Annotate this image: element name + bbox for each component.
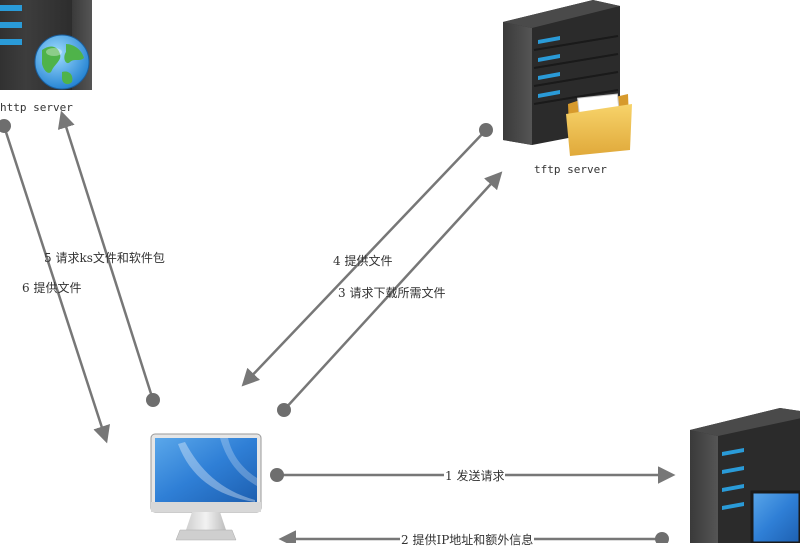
edge-2-start-dot [655,532,669,543]
edge-5-label: 5 请求ks文件和软件包 [44,251,165,265]
dhcp-server-icon [690,408,800,543]
edge-2-label: 2 提供IP地址和额外信息 [400,531,535,548]
tftp-server-label: tftp server [534,163,607,176]
globe-icon [34,34,90,90]
edge-5-line [57,110,155,401]
edge-4-label: 4 提供文件 [333,254,393,268]
http-server-label: http server [0,101,73,114]
edge-1-start-dot [270,468,284,482]
edge-5-start-dot [146,393,160,407]
edge-3-label: 3 请求下载所需文件 [338,286,446,300]
edge-1-label: 1 发送请求 [444,467,506,484]
edge-6-line [2,125,110,444]
edge-6-start-dot [0,119,11,133]
edge-4-start-dot [479,123,493,137]
edge-4-line [241,129,487,387]
edge-3-start-dot [277,403,291,417]
monitor-icon [150,433,262,541]
edge-6-label: 6 提供文件 [22,281,82,295]
folder-icon [566,93,632,156]
edge-3-line [283,171,503,411]
